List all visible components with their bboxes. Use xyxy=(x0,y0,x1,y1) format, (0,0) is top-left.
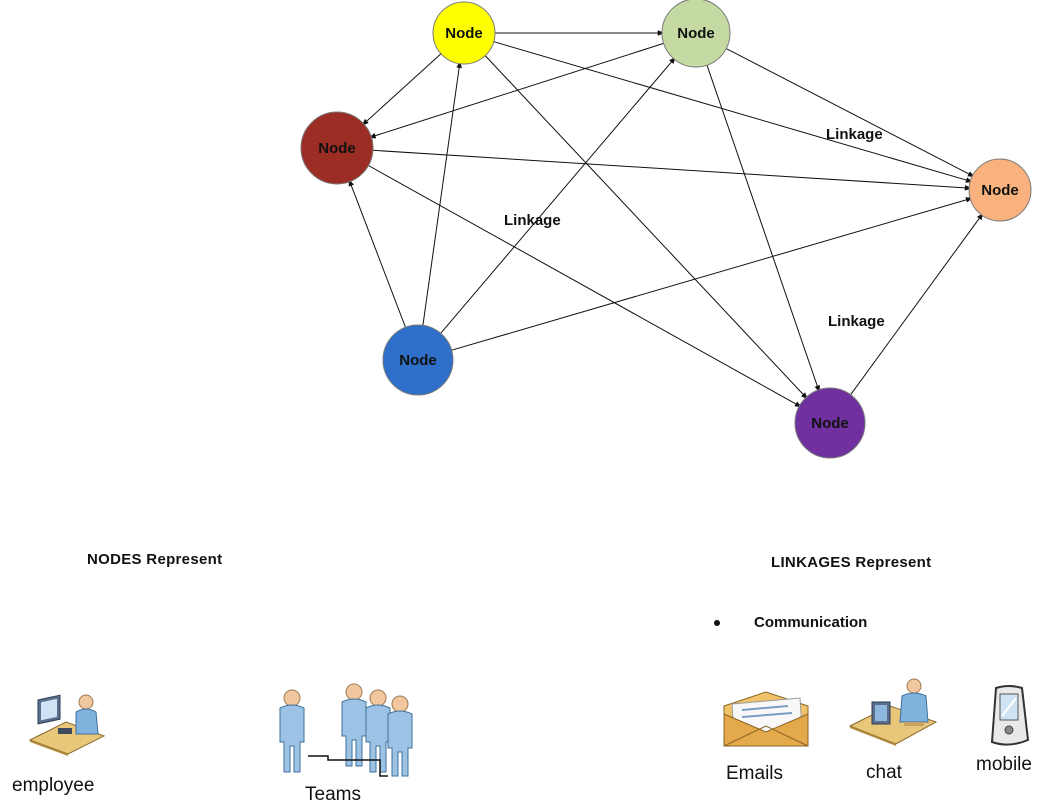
emails-label: Emails xyxy=(726,763,784,784)
edge-purple-to-orange xyxy=(850,212,984,395)
chat-icon xyxy=(848,678,938,746)
communication-label: Communication xyxy=(754,614,868,631)
node-blue xyxy=(382,324,454,396)
bullet-dot-icon xyxy=(714,619,720,626)
edge-label-linkage: Linkage xyxy=(828,313,885,330)
node-label-sage: Node xyxy=(677,25,715,42)
node-red xyxy=(300,111,374,185)
node-sage xyxy=(661,0,731,68)
node-label-red: Node xyxy=(318,140,356,157)
edge-label-linkage: Linkage xyxy=(826,126,883,143)
mobile-icon xyxy=(990,685,1030,746)
node-purple xyxy=(794,387,866,459)
teams-label: Teams xyxy=(305,784,361,805)
communication-bullet: Communication xyxy=(714,614,867,631)
edge-yellow-to-orange xyxy=(493,41,973,183)
node-label-purple: Node xyxy=(811,415,849,432)
edge-sage-to-purple xyxy=(706,65,820,393)
edge-yellow-to-purple xyxy=(484,55,808,400)
chat-label: chat xyxy=(866,762,902,783)
node-label-yellow: Node xyxy=(445,25,483,42)
edge-sage-to-orange xyxy=(725,48,975,178)
edge-blue-to-yellow xyxy=(422,61,462,326)
nodes-heading: NODES Represent xyxy=(87,551,223,568)
node-orange xyxy=(968,158,1032,222)
edge-blue-to-orange xyxy=(451,197,973,351)
node-label-blue: Node xyxy=(399,352,437,369)
node-yellow xyxy=(432,1,496,65)
edge-red-to-orange xyxy=(372,149,972,191)
teams-icon xyxy=(279,683,413,777)
employee-label: employee xyxy=(12,775,95,796)
mobile-label: mobile xyxy=(976,754,1032,775)
edge-yellow-to-red xyxy=(361,53,442,126)
node-label-orange: Node xyxy=(981,182,1019,199)
edge-blue-to-red xyxy=(348,179,406,328)
linkages-heading: LINKAGES Represent xyxy=(771,554,932,571)
edge-sage-to-red xyxy=(368,42,664,139)
edge-label-linkage: Linkage xyxy=(504,212,561,229)
employee-icon xyxy=(28,694,106,756)
edge-blue-to-sage xyxy=(440,56,676,334)
email-icon xyxy=(723,691,809,747)
edge-red-to-purple xyxy=(368,165,802,408)
